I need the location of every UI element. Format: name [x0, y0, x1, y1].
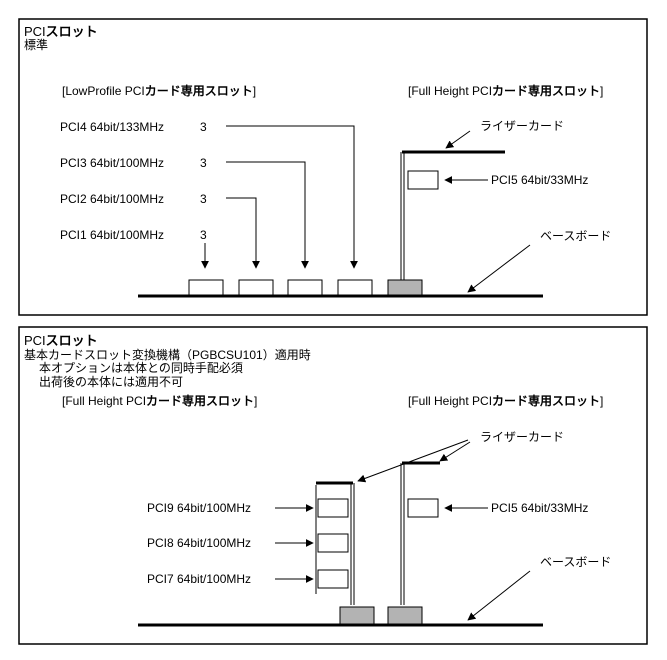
- left-fullheight-group-label: [Full Height PCIカード専用スロット]: [62, 393, 257, 408]
- slot-pci5-riser: [407, 498, 439, 518]
- slot-pci2: [238, 279, 274, 296]
- riser-cards-label: ライザーカード: [480, 430, 564, 444]
- pci5-label: PCI5 64bit/33MHz: [491, 173, 588, 187]
- arrow-riser-left: [357, 439, 469, 483]
- slot-label-pci7: PCI7 64bit/100MHz: [147, 572, 251, 586]
- riser-card-label: ライザーカード: [480, 119, 564, 133]
- slot-label-pci3: PCI3 64bit/100MHz: [60, 156, 164, 170]
- panel-converter-frame: [18, 326, 648, 645]
- panel-converter-line2: 本オプションは本体との同時手配必須: [39, 361, 243, 375]
- panel-standard: PCIスロット 標準 [LowProfile PCIカード専用スロット] [Fu…: [18, 18, 648, 316]
- slot-label-pci1: PCI1 64bit/100MHz: [60, 228, 164, 242]
- baseboard-label-panel2: ベースボード: [540, 555, 611, 569]
- arrow-riser-right: [439, 441, 471, 462]
- arrow-pci4: [226, 125, 358, 269]
- riser-connector: [387, 279, 423, 296]
- slot-label-pci9: PCI9 64bit/100MHz: [147, 501, 251, 515]
- slot-pci8: [317, 533, 349, 553]
- right-fullheight-group-label: [Full Height PCIカード専用スロット]: [408, 393, 603, 408]
- baseboard-label: ベースボード: [540, 229, 611, 243]
- slot-pci7: [317, 569, 349, 589]
- panel-standard-title: PCIスロット: [24, 24, 98, 39]
- slot-pci3: [287, 279, 323, 296]
- slot-count-pci2: 3: [200, 192, 207, 206]
- panel-standard-frame: [18, 18, 648, 316]
- slot-count-pci4: 3: [200, 120, 207, 134]
- slot-pci1: [188, 279, 224, 296]
- lowprofile-group-label: [LowProfile PCIカード専用スロット]: [62, 83, 256, 98]
- panel-converter-line1: 基本カードスロット変換機構（PGBCSU101）適用時: [24, 347, 311, 362]
- slot-count-pci3: 3: [200, 156, 207, 170]
- slot-label-pci8: PCI8 64bit/100MHz: [147, 536, 251, 550]
- panel-converter: PCIスロット 基本カードスロット変換機構（PGBCSU101）適用時 本オプシ…: [18, 326, 648, 645]
- slot-count-pci1: 3: [200, 228, 207, 242]
- arrow-baseboard-panel2: [467, 570, 531, 621]
- panel-converter-line3: 出荷後の本体には適用不可: [39, 374, 183, 389]
- slot-label-pci2: PCI2 64bit/100MHz: [60, 192, 164, 206]
- arrow-riser-card: [445, 130, 471, 149]
- arrow-baseboard: [467, 244, 531, 293]
- arrow-pci2: [226, 197, 260, 269]
- slot-pci9: [317, 498, 349, 518]
- fullheight-group-label: [Full Height PCIカード専用スロット]: [408, 83, 603, 98]
- arrow-pci3: [226, 161, 309, 269]
- panel-standard-subtitle: 標準: [24, 37, 48, 52]
- slot-pci4: [337, 279, 373, 296]
- pci5-label-panel2: PCI5 64bit/33MHz: [491, 501, 588, 515]
- slot-label-pci4: PCI4 64bit/133MHz: [60, 120, 164, 134]
- slot-pci5: [407, 170, 439, 190]
- panel-converter-title: PCIスロット: [24, 333, 98, 348]
- left-riser-connector: [339, 606, 375, 625]
- right-riser-connector: [387, 606, 423, 625]
